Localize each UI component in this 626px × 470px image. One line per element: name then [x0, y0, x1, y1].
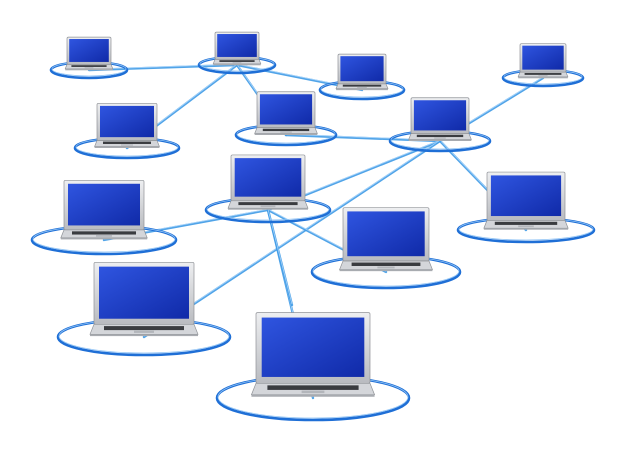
laptop-screen [340, 56, 384, 82]
laptop-touchpad [357, 86, 367, 88]
laptop-keyboard [103, 141, 151, 144]
laptop-front-edge [90, 334, 198, 337]
laptop-screen [259, 94, 313, 125]
laptop-touchpad [121, 144, 133, 146]
laptop-touchpad [96, 235, 112, 237]
laptop-screen [261, 317, 365, 377]
laptop-front-edge [483, 228, 569, 230]
network-link [87, 63, 239, 72]
network-link-highlight [267, 209, 293, 305]
laptop-keyboard [494, 221, 558, 225]
laptop-front-edge [518, 76, 568, 79]
laptop-front-edge [336, 88, 388, 91]
laptop-front-edge [408, 139, 472, 141]
laptop-keyboard [71, 65, 107, 67]
laptop-screen [69, 39, 109, 62]
laptop-screen [234, 158, 302, 197]
laptop [60, 179, 148, 240]
laptop-touchpad [260, 205, 276, 208]
laptop-screen [347, 211, 425, 257]
laptop [408, 97, 472, 141]
laptop [94, 102, 160, 148]
laptop-touchpad [301, 390, 325, 394]
laptop-touchpad [538, 75, 548, 77]
laptop-screen [68, 183, 140, 226]
laptop [227, 154, 309, 210]
laptop [64, 36, 114, 71]
laptop-touchpad [377, 266, 395, 269]
laptop-keyboard [72, 231, 136, 235]
laptop-screen [217, 34, 257, 57]
laptop-front-edge [339, 269, 433, 272]
laptop [483, 171, 569, 230]
laptop-keyboard [342, 84, 382, 87]
laptop [335, 53, 389, 91]
laptop-front-edge [65, 68, 113, 71]
laptop-front-edge [60, 237, 148, 240]
laptop [339, 207, 433, 272]
laptop-front-edge [254, 133, 318, 135]
laptop-touchpad [434, 137, 446, 139]
laptop-screen [100, 105, 154, 138]
laptop [89, 261, 199, 337]
laptop-keyboard [104, 326, 184, 331]
laptop [212, 31, 262, 66]
laptop-front-edge [213, 63, 261, 66]
laptop-screen [413, 100, 467, 131]
laptop-keyboard [416, 134, 464, 138]
laptop-front-edge [228, 208, 308, 210]
laptops [60, 31, 569, 397]
laptop-touchpad [84, 67, 94, 69]
laptop-front-edge [251, 394, 375, 397]
network-link-highlight [88, 63, 238, 70]
laptop [250, 312, 376, 397]
laptop-keyboard [238, 202, 298, 206]
laptop-touchpad [518, 225, 534, 228]
laptop-keyboard [524, 73, 562, 75]
laptop-keyboard [262, 128, 310, 132]
laptop-keyboard [219, 60, 255, 62]
laptop-screen [490, 175, 562, 217]
laptop-screen [522, 45, 564, 70]
laptop-screen [99, 266, 189, 319]
laptop-keyboard [351, 262, 421, 266]
laptop [254, 91, 318, 135]
laptop-touchpad [134, 330, 154, 333]
laptop-front-edge [94, 146, 160, 148]
laptop-keyboard [267, 385, 359, 390]
laptop-touchpad [280, 131, 292, 133]
laptop [517, 43, 569, 79]
laptop-touchpad [232, 62, 242, 64]
